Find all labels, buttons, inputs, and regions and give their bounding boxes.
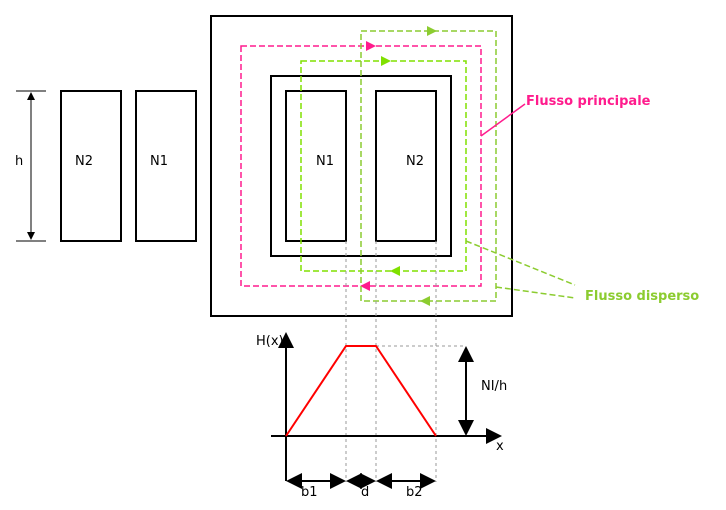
y-axis-label: H(x) bbox=[256, 334, 284, 349]
left-n1-label: N1 bbox=[150, 154, 168, 169]
h-curve bbox=[285, 345, 437, 437]
left-n2-label: N2 bbox=[75, 154, 93, 169]
field-plot: H(x) x NI/h b1 d b2 bbox=[256, 332, 507, 500]
core-coil-n1 bbox=[285, 90, 347, 242]
amplitude-label: NI/h bbox=[481, 379, 507, 394]
leak-flux-inner-arrows bbox=[381, 56, 400, 276]
h-label: h bbox=[15, 154, 23, 169]
core-n2-label: N2 bbox=[406, 154, 424, 169]
d-label: d bbox=[361, 485, 369, 500]
core-n1-label: N1 bbox=[316, 154, 334, 169]
leak-flux-label: Flusso disperso bbox=[585, 289, 699, 304]
b2-label: b2 bbox=[406, 485, 423, 500]
leak-flux-outer-loop bbox=[360, 30, 497, 302]
x-axis-label: x bbox=[496, 439, 504, 454]
left-coil-n1 bbox=[135, 90, 197, 242]
main-flux-arrows bbox=[360, 41, 376, 291]
core-outer bbox=[210, 15, 513, 317]
main-flux-leader bbox=[480, 103, 526, 137]
main-flux-label: Flusso principale bbox=[526, 94, 651, 109]
h-dimension: h bbox=[15, 90, 46, 242]
leak-flux-leader-2 bbox=[495, 286, 576, 299]
left-coil-n2 bbox=[60, 90, 122, 242]
leak-flux-leader-1 bbox=[465, 240, 576, 286]
b1-label: b1 bbox=[301, 485, 318, 500]
core-coil-n2 bbox=[375, 90, 437, 242]
